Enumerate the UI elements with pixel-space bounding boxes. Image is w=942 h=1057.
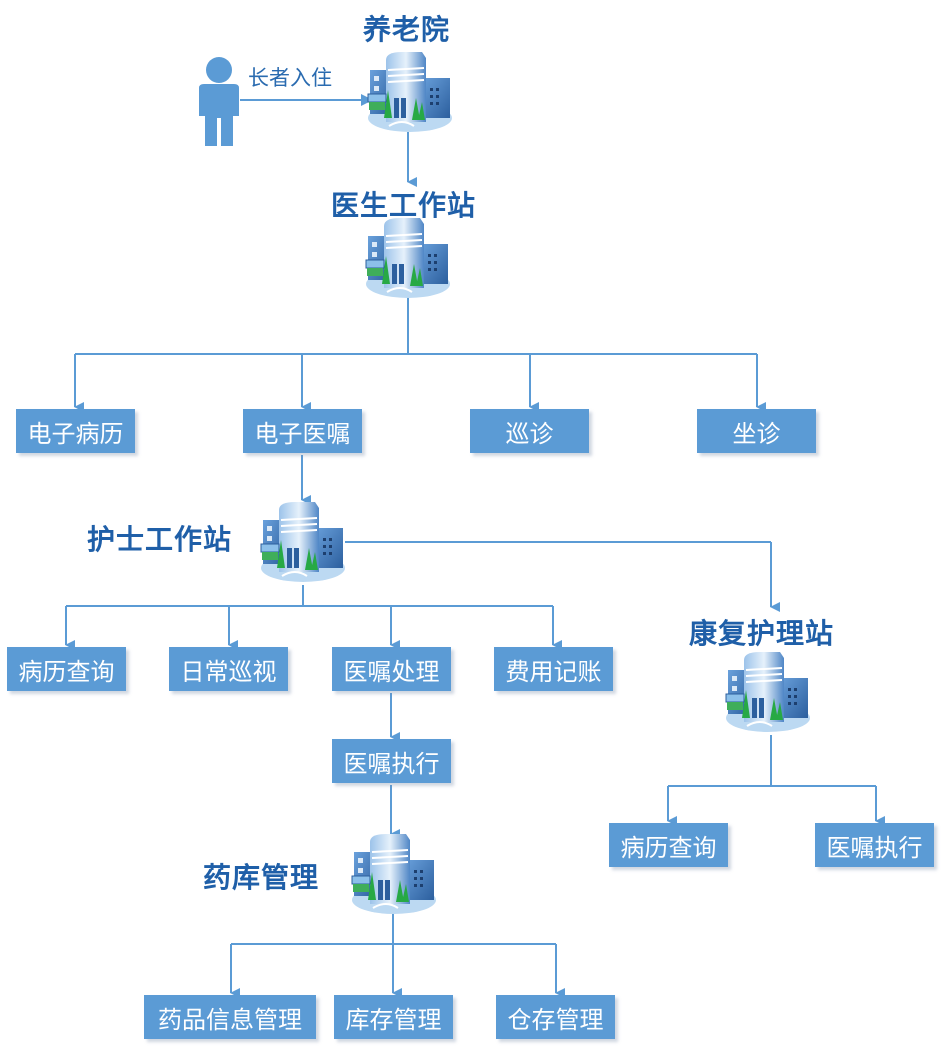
box-ward-rounds[interactable]: 巡诊 — [470, 409, 589, 453]
building-icon-pharmacy — [348, 830, 440, 916]
box-drug-info[interactable]: 药品信息管理 — [144, 995, 316, 1039]
building-icon-nurse-station — [257, 498, 349, 584]
box-billing[interactable]: 费用记账 — [494, 647, 613, 691]
person-icon — [199, 57, 239, 146]
box-record-query[interactable]: 病历查询 — [7, 647, 126, 691]
box-order-processing[interactable]: 医嘱处理 — [332, 647, 451, 691]
edge-label-checkin: 长者入住 — [248, 66, 332, 90]
node-title-pharmacy: 药库管理 — [203, 861, 320, 894]
box-rehab-order-execution[interactable]: 医嘱执行 — [815, 823, 934, 867]
node-title-doctor-station: 医生工作站 — [331, 189, 477, 222]
box-daily-patrol[interactable]: 日常巡视 — [169, 647, 288, 691]
node-title-nurse-station: 护士工作站 — [87, 523, 233, 556]
building-icon-doctor-station — [362, 214, 454, 300]
box-inventory[interactable]: 库存管理 — [334, 995, 453, 1039]
box-outpatient[interactable]: 坐诊 — [697, 409, 816, 453]
box-rehab-record-query[interactable]: 病历查询 — [609, 823, 728, 867]
node-title-nursing-home: 养老院 — [363, 13, 451, 46]
box-warehouse[interactable]: 仓存管理 — [496, 995, 615, 1039]
building-icon-nursing-home — [364, 48, 456, 134]
box-order-execution[interactable]: 医嘱执行 — [332, 739, 451, 783]
box-emr[interactable]: 电子病历 — [16, 409, 135, 453]
box-electronic-orders[interactable]: 电子医嘱 — [243, 409, 362, 453]
node-title-rehab-station: 康复护理站 — [689, 617, 835, 650]
building-icon-rehab-station — [722, 648, 814, 734]
